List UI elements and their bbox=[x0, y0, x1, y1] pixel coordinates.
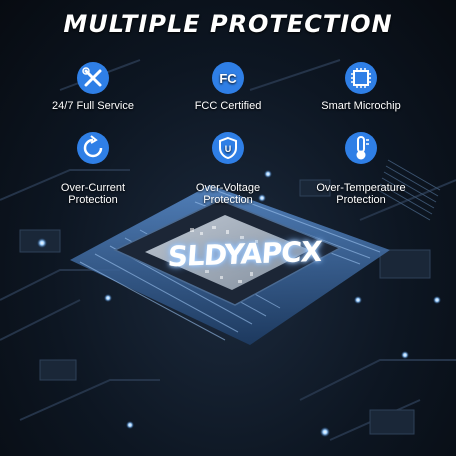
thermometer-icon bbox=[345, 132, 377, 164]
svg-text:U: U bbox=[225, 144, 232, 154]
tools-icon bbox=[77, 62, 109, 94]
refresh-icon bbox=[77, 132, 109, 164]
page-title: MULTIPLE PROTECTION bbox=[63, 10, 393, 38]
feature-over-temperature: Over-Temperature Protection bbox=[286, 118, 436, 218]
feature-full-service: 24/7 Full Service bbox=[18, 60, 168, 112]
feature-fcc: FC FCC Certified bbox=[153, 60, 303, 112]
feature-label: Over-Current Protection bbox=[60, 182, 126, 206]
svg-text:FC: FC bbox=[219, 71, 237, 86]
feature-microchip: Smart Microchip bbox=[286, 60, 436, 112]
chip-brand-text: SLDYAPCX bbox=[166, 234, 323, 274]
feature-label: FCC Certified bbox=[194, 100, 262, 112]
shield-icon: U bbox=[212, 132, 244, 164]
feature-label: Over-Temperature Protection bbox=[316, 182, 406, 206]
feature-over-current: Over-Current Protection bbox=[18, 118, 168, 218]
feature-label: Smart Microchip bbox=[321, 100, 401, 112]
microchip-icon bbox=[345, 62, 377, 94]
feature-label: Over-Voltage Protection bbox=[195, 182, 261, 206]
feature-over-voltage: U Over-Voltage Protection bbox=[153, 118, 303, 218]
fcc-icon: FC bbox=[212, 62, 244, 94]
feature-label: 24/7 Full Service bbox=[52, 100, 134, 112]
